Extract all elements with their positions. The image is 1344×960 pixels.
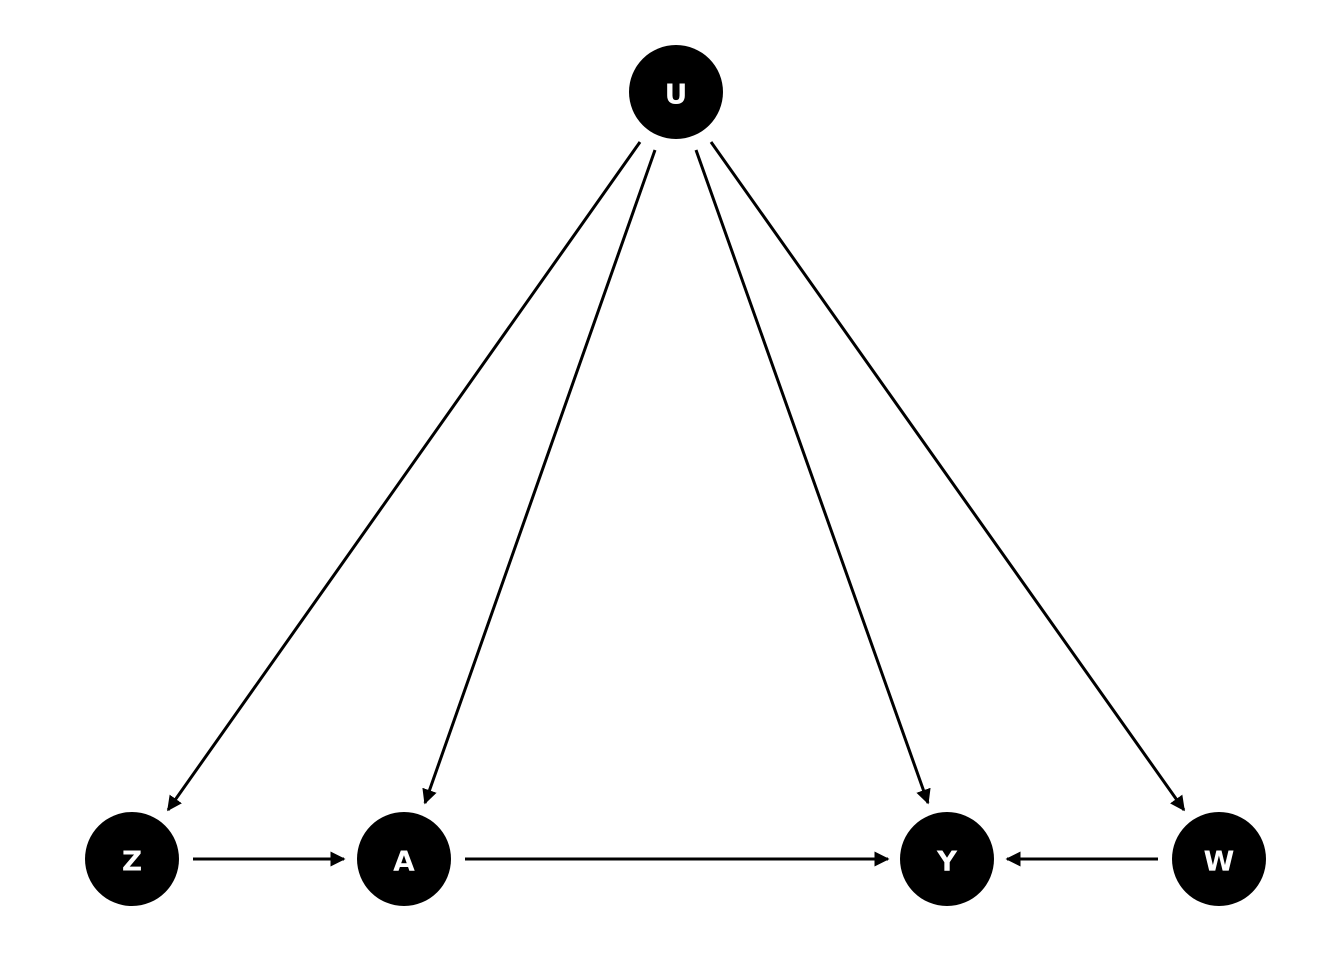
edges-layer xyxy=(166,141,1186,867)
node-u-label: U xyxy=(665,78,688,111)
edge-u-to-w xyxy=(709,141,1186,812)
node-w: W xyxy=(1172,812,1266,906)
node-u: U xyxy=(629,45,723,139)
nodes-layer: U Z A Y W xyxy=(85,45,1266,906)
node-z-label: Z xyxy=(122,845,142,878)
edge-u-to-y xyxy=(694,149,931,805)
edge-u-to-a xyxy=(422,149,657,805)
node-z: Z xyxy=(85,812,179,906)
node-a: A xyxy=(357,812,451,906)
node-y-label: Y xyxy=(936,845,958,878)
node-w-label: W xyxy=(1204,845,1235,878)
node-a-label: A xyxy=(393,845,415,878)
node-y: Y xyxy=(900,812,994,906)
edge-u-to-z xyxy=(166,141,642,812)
